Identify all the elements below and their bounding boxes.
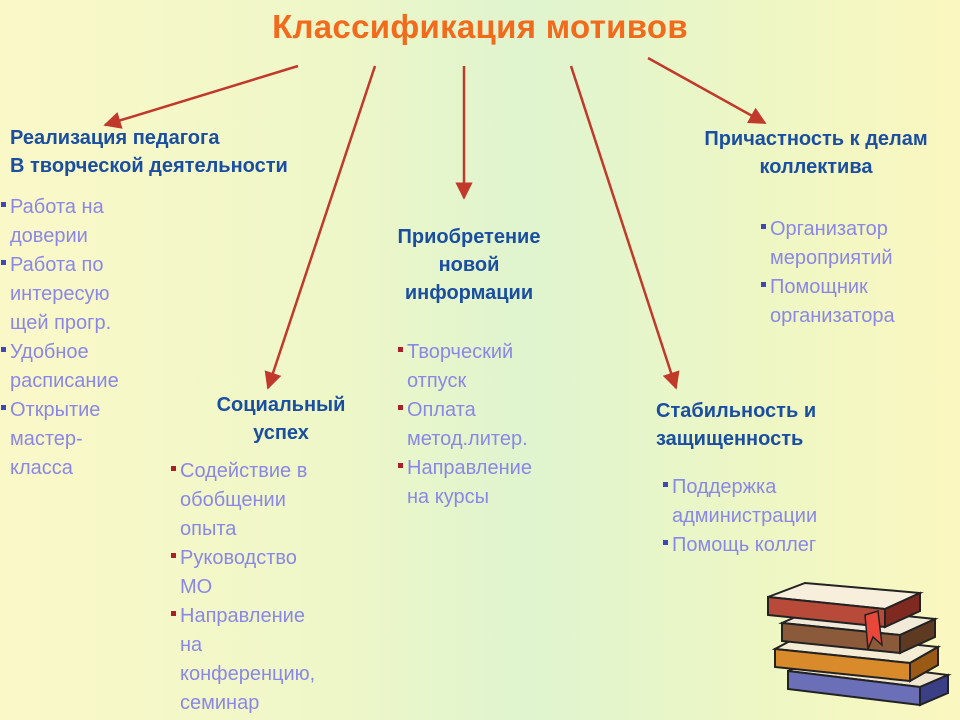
- branch-heading-participation: Причастность к делам коллектива: [704, 128, 928, 178]
- list-item: Работа на доверии: [0, 193, 160, 251]
- arrow-to-social-success: [264, 65, 377, 390]
- branch-heading-stability: Стабильность и защищенность: [656, 400, 817, 450]
- list-item: Содействие в обобщении опыта: [170, 457, 355, 544]
- list-item: Помощь коллег: [662, 531, 862, 560]
- branch-list-stability: Поддержка администрации Помощь коллег: [662, 473, 862, 560]
- branch-list-participation: Организатор мероприятий Помощник организ…: [760, 215, 955, 331]
- list-item: Направление на конференцию, семинар: [170, 602, 355, 718]
- list-item: Творческий отпуск: [397, 338, 587, 396]
- branch-list-realization: Работа на доверии Работа по интересую ще…: [0, 193, 160, 483]
- branch-heading-realization: Реализация педагога В творческой деятель…: [10, 127, 288, 177]
- diagram-title: Классификация мотивов: [272, 8, 688, 45]
- branch-list-social-success: Содействие в обобщении опыта Руководство…: [170, 457, 355, 718]
- branch-heading-new-information: Приобретение новой информации: [397, 226, 541, 304]
- list-item: Работа по интересую щей прогр.: [0, 251, 160, 338]
- branch-heading-social-success: Социальный успех: [216, 394, 346, 444]
- arrow-to-stability: [569, 65, 680, 390]
- branch-list-new-information: Творческий отпуск Оплата метод.литер. На…: [397, 338, 587, 512]
- list-item: Руководство МО: [170, 544, 355, 602]
- arrow-to-participation: [647, 56, 767, 125]
- list-item: Направление на курсы: [397, 454, 587, 512]
- books-stack-image: [767, 581, 952, 707]
- arrow-to-realization: [103, 64, 299, 129]
- list-item: Организатор мероприятий: [760, 215, 955, 273]
- list-item: Удобное расписание: [0, 338, 160, 396]
- list-item: Помощник организатора: [760, 273, 955, 331]
- list-item: Поддержка администрации: [662, 473, 862, 531]
- list-item: Оплата метод.литер.: [397, 396, 587, 454]
- list-item: Открытие мастер- класса: [0, 396, 160, 483]
